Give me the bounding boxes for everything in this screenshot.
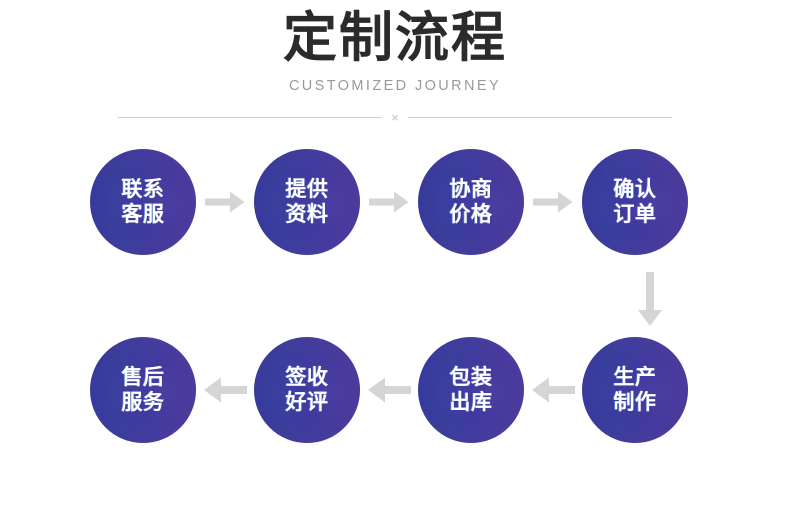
flow-node-packing-shipping[interactable]: 包装 出库 [418, 337, 524, 443]
divider-x-icon: × [391, 110, 399, 125]
flow-node-confirm-order[interactable]: 确认 订单 [582, 149, 688, 255]
flow-node-provide-materials[interactable]: 提供 资料 [254, 149, 360, 255]
page-title: 定制流程 [283, 6, 507, 69]
flow-node-production[interactable]: 生产 制作 [582, 337, 688, 443]
arrow-right-icon-3 [524, 187, 582, 217]
flow-row-top: 联系 客服 提供 资料 协商 价格 确认 订单 [0, 148, 790, 256]
flow-node-contact-support[interactable]: 联系 客服 [90, 149, 196, 255]
divider-rule-right [408, 117, 672, 118]
divider-rule-left [118, 117, 382, 118]
arrow-right-icon-2 [360, 187, 418, 217]
arrow-down-icon [635, 272, 665, 328]
flow-node-after-sales-service[interactable]: 售后 服务 [90, 337, 196, 443]
header: 定制流程 CUSTOMIZED JOURNEY [0, 0, 790, 95]
flow-node-label: 协商 价格 [449, 177, 493, 226]
arrow-left-icon-2 [360, 375, 418, 405]
arrow-left-icon-1 [196, 375, 254, 405]
flow-node-label: 生产 制作 [613, 365, 657, 414]
flow-node-label: 提供 资料 [285, 177, 329, 226]
flow-node-label: 联系 客服 [121, 177, 165, 226]
flow-node-label: 售后 服务 [121, 365, 165, 414]
flow-node-negotiate-price[interactable]: 协商 价格 [418, 149, 524, 255]
flow-row-bottom: 售后 服务 签收 好评 包装 出库 生产 制作 [0, 336, 790, 444]
flow-node-sign-and-review[interactable]: 签收 好评 [254, 337, 360, 443]
flow-node-label: 包装 出库 [449, 365, 493, 414]
page-subtitle: CUSTOMIZED JOURNEY [288, 78, 502, 94]
divider: × [118, 111, 672, 124]
flow-node-label: 确认 订单 [613, 177, 657, 226]
arrow-left-icon-3 [524, 375, 582, 405]
arrow-right-icon-1 [196, 187, 254, 217]
flow-node-label: 签收 好评 [285, 365, 329, 414]
